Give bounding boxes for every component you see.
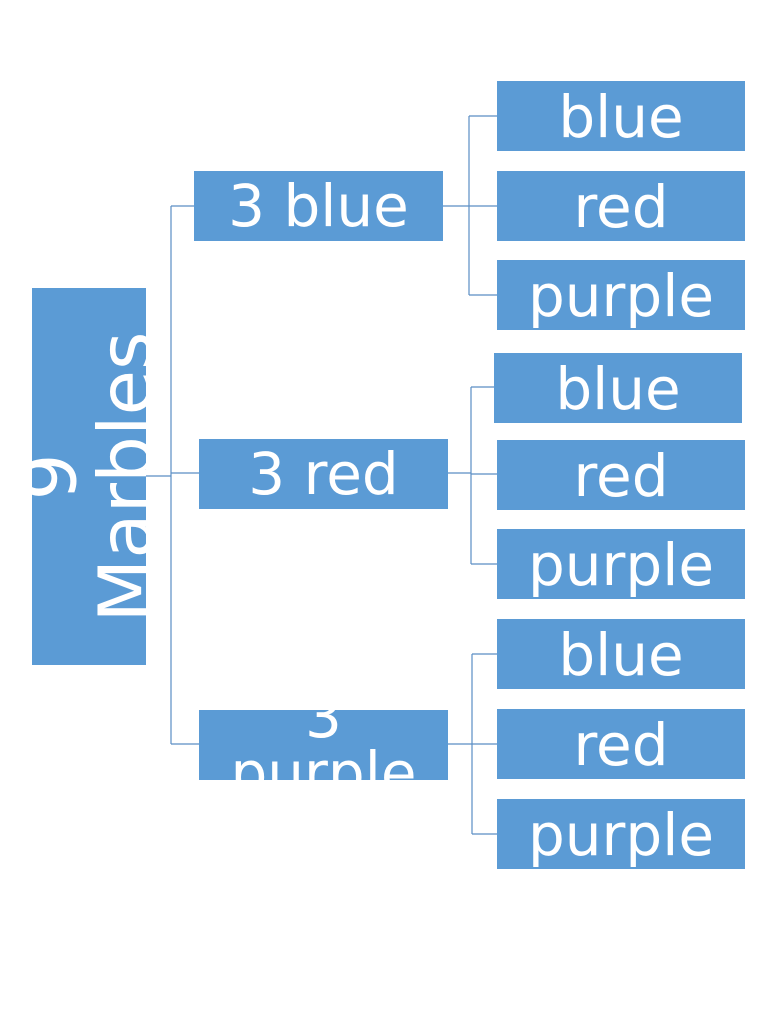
leaf-node: red bbox=[497, 709, 745, 779]
leaf-label: blue bbox=[558, 621, 684, 689]
leaf-node: blue bbox=[497, 619, 745, 689]
branch-label-line-2: purple bbox=[230, 739, 417, 780]
root-label-line-1: 9 bbox=[32, 453, 94, 500]
branch-node-3-red: 3 red bbox=[199, 439, 448, 509]
branch-label: 3 blue bbox=[228, 172, 409, 240]
leaf-label: purple bbox=[527, 262, 715, 330]
root-label-line-2: Marbles bbox=[84, 330, 146, 623]
leaf-node: purple bbox=[497, 529, 745, 599]
branch-label: 3 purple bbox=[230, 710, 416, 780]
leaf-label: red bbox=[573, 711, 669, 779]
leaf-node: blue bbox=[494, 353, 742, 423]
branch-label: 3 red bbox=[248, 440, 399, 508]
branch-node-3-blue: 3 blue bbox=[194, 171, 443, 241]
leaf-label: blue bbox=[555, 355, 681, 423]
leaf-label: blue bbox=[558, 83, 684, 151]
leaf-label: purple bbox=[527, 531, 715, 599]
branch-node-3-purple: 3 purple bbox=[199, 710, 448, 780]
leaf-node: purple bbox=[497, 799, 745, 869]
leaf-label: red bbox=[573, 442, 669, 510]
leaf-label: purple bbox=[527, 801, 715, 869]
leaf-node: blue bbox=[497, 81, 745, 151]
root-node: 9 Marbles bbox=[32, 288, 146, 665]
branch-label-line-1: 3 bbox=[305, 710, 342, 751]
leaf-node: red bbox=[497, 440, 745, 510]
root-label: 9 Marbles bbox=[32, 331, 146, 622]
leaf-node: purple bbox=[497, 260, 745, 330]
leaf-label: red bbox=[573, 173, 669, 241]
leaf-node: red bbox=[497, 171, 745, 241]
